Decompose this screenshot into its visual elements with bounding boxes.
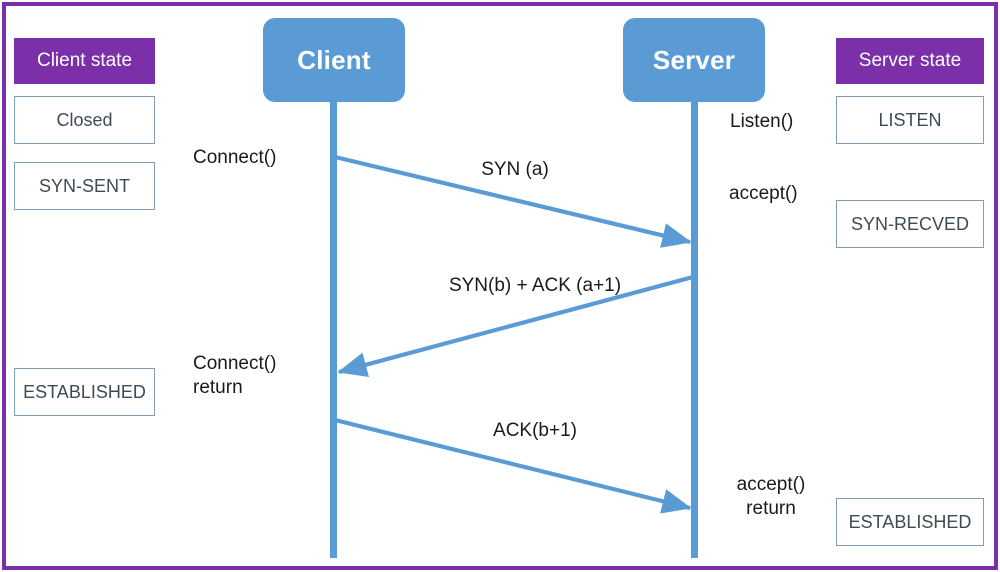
server-state-syn-recved: SYN-RECVED	[836, 200, 984, 248]
annotation-client-connect-return: Connect() return	[193, 353, 277, 398]
client-state-closed: Closed	[14, 96, 155, 144]
message-label-ack: ACK(b+1)	[493, 420, 577, 441]
server-state-established: ESTABLISHED	[836, 498, 984, 546]
annotation-server-accept: accept()	[729, 183, 798, 204]
participant-client[interactable]: Client	[263, 18, 405, 102]
message-label-syn-ack: SYN(b) + ACK (a+1)	[448, 275, 622, 296]
message-arrow-ack	[334, 417, 692, 514]
annotation-server-listen: Listen()	[730, 111, 794, 132]
annotation-server-accept-return: accept() return	[736, 474, 806, 519]
server-state-header: Server state	[836, 38, 984, 84]
message-label-syn: SYN (a)	[481, 159, 549, 180]
participant-server[interactable]: Server	[623, 18, 765, 102]
client-state-established: ESTABLISHED	[14, 368, 155, 416]
client-state-header: Client state	[14, 38, 155, 84]
client-state-syn-sent: SYN-SENT	[14, 162, 155, 210]
message-arrow-syn-ack	[337, 274, 694, 377]
server-state-listen: LISTEN	[836, 96, 984, 144]
annotation-client-connect: Connect()	[193, 147, 277, 168]
message-arrow-syn	[334, 154, 692, 248]
